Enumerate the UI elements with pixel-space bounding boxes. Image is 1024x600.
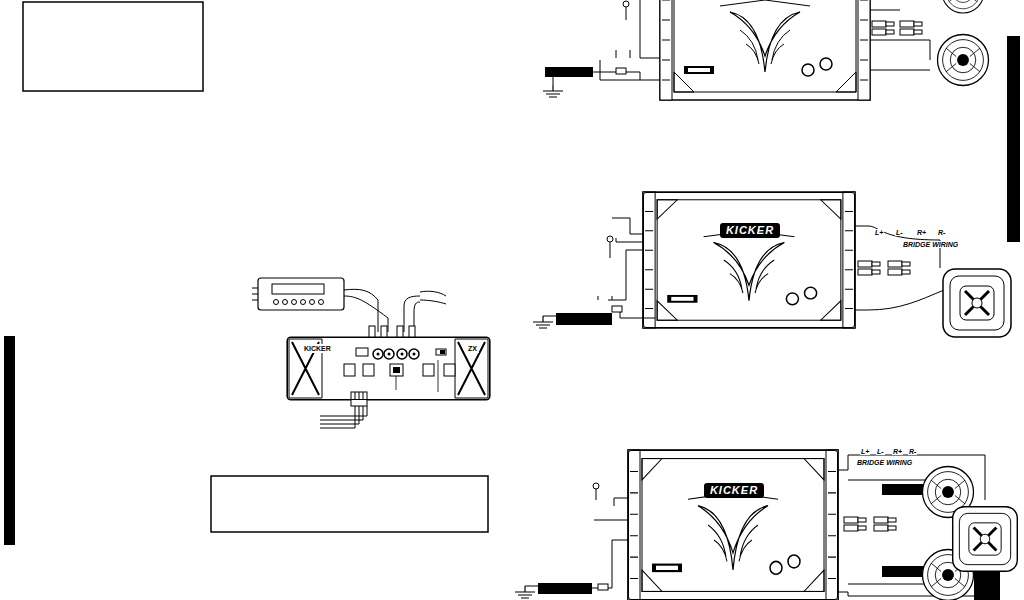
terminal-label: L- (876, 448, 885, 455)
brand-logo: ZX (466, 344, 479, 353)
terminal-label: L+ (860, 448, 870, 455)
wiring-caption: BRIDGE WIRING (902, 241, 959, 248)
amplifier-top-view: KICKER ZX (287, 337, 490, 400)
amplifier-body: KICKER (628, 450, 838, 600)
terminal-label: R+ (892, 448, 903, 455)
wiring-caption: BRIDGE WIRING (856, 459, 913, 466)
terminal-label: R+ (916, 229, 927, 236)
brand-logo: KICKER (720, 223, 780, 238)
amplifier-body: KICKER (643, 192, 855, 328)
terminal-label: R- (908, 448, 917, 455)
terminal-label: R- (937, 229, 946, 236)
terminal-label: L+ (874, 229, 884, 236)
brand-logo: KICKER (704, 483, 764, 498)
brand-logo: KICKER (302, 344, 333, 353)
terminal-label: L- (895, 229, 904, 236)
